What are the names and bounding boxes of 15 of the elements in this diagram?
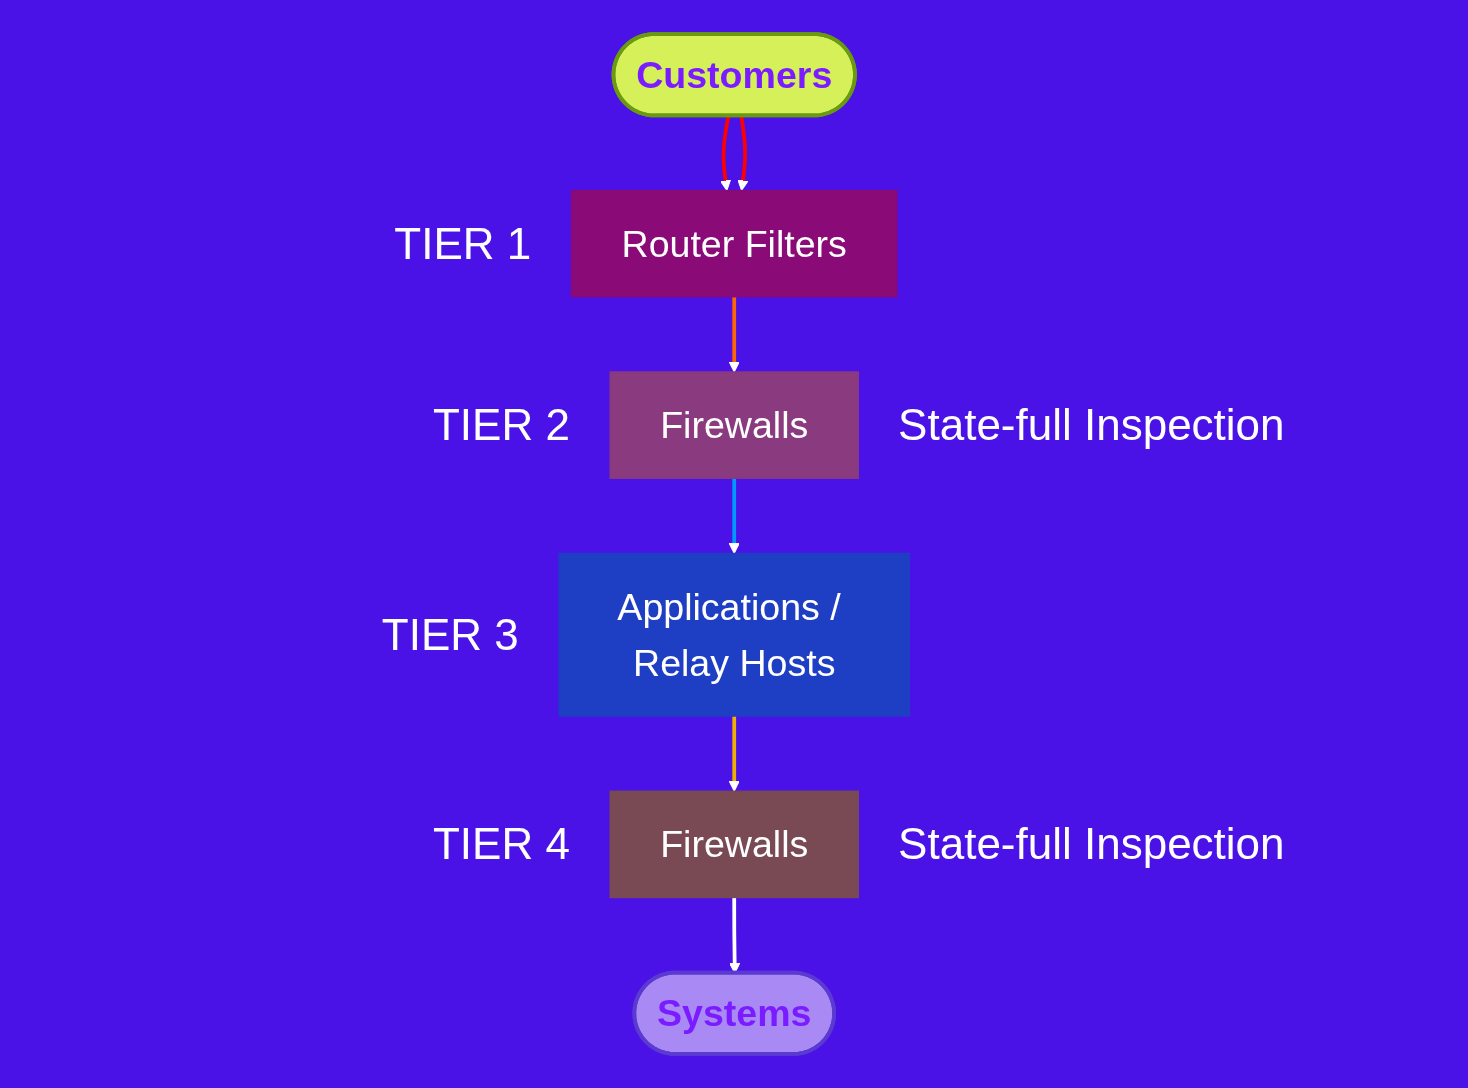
node-box: Router Filters <box>570 189 898 298</box>
arrow <box>719 115 731 191</box>
arrow <box>728 716 740 792</box>
tier-label: TIER 2 <box>432 403 570 448</box>
arrow <box>728 296 740 373</box>
annotation: State-full Inspection <box>898 822 1285 867</box>
annotation: State-full Inspection <box>898 403 1285 448</box>
node-box: Firewalls <box>609 790 859 899</box>
node-box: Applications / Relay Hosts <box>558 552 910 717</box>
tier-label: TIER 3 <box>381 612 519 657</box>
tier-label: TIER 1 <box>394 221 532 266</box>
arrow <box>728 478 740 554</box>
tier-label: TIER 4 <box>432 822 570 867</box>
arrow <box>737 115 749 191</box>
node-box: Firewalls <box>609 371 859 479</box>
